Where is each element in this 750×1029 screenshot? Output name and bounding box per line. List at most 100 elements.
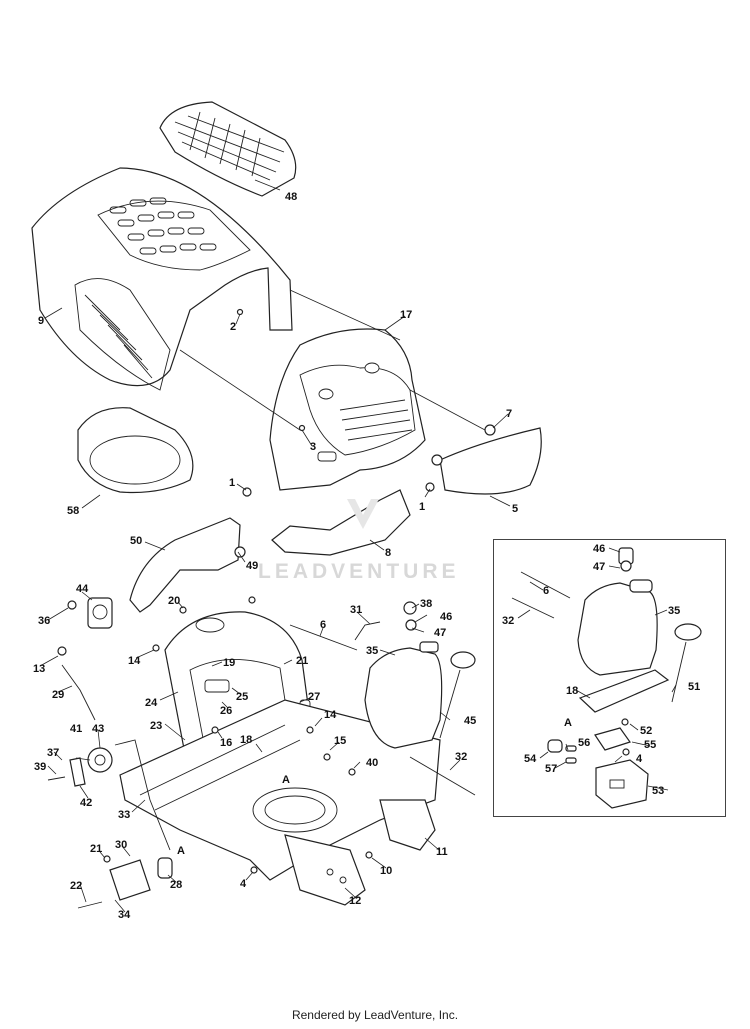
label-50: 50 xyxy=(130,535,142,547)
label-17: 17 xyxy=(400,309,412,321)
label-58: 58 xyxy=(67,505,79,517)
label-53: 53 xyxy=(652,785,664,797)
part-labels: 48 9 2 17 7 3 1 1 5 58 8 50 49 44 36 20 … xyxy=(33,191,700,921)
label-18b: 18 xyxy=(566,685,578,697)
label-28: 28 xyxy=(170,879,182,891)
label-2: 2 xyxy=(230,321,236,333)
label-31: 31 xyxy=(350,604,362,616)
part-54-inset-bushing[interactable] xyxy=(547,739,563,753)
label-4a: 4 xyxy=(240,878,247,890)
label-13: 13 xyxy=(33,663,45,675)
label-49: 49 xyxy=(246,560,258,572)
label-44: 44 xyxy=(76,583,89,595)
label-43: 43 xyxy=(92,723,104,735)
label-52: 52 xyxy=(640,725,652,737)
label-55: 55 xyxy=(644,739,656,751)
label-57: 57 xyxy=(545,763,557,775)
label-41: 41 xyxy=(70,723,82,735)
label-10: 10 xyxy=(380,865,392,877)
label-11: 11 xyxy=(436,846,448,858)
label-37: 37 xyxy=(47,747,59,759)
label-A-frame: A xyxy=(282,774,290,786)
part-35-fuel-tank[interactable] xyxy=(364,641,443,749)
label-34: 34 xyxy=(118,909,131,921)
part-48-grille-cover[interactable] xyxy=(159,101,297,197)
label-38: 38 xyxy=(420,598,432,610)
label-A-inset: A xyxy=(564,717,572,729)
label-48: 48 xyxy=(285,191,297,203)
label-30: 30 xyxy=(115,839,127,851)
label-14a: 14 xyxy=(128,655,141,667)
label-6a: 6 xyxy=(320,619,326,631)
label-27: 27 xyxy=(308,691,320,703)
label-46b: 46 xyxy=(593,543,605,555)
watermark-text: LEADVENTURE xyxy=(258,560,460,583)
label-24: 24 xyxy=(145,697,158,709)
part-51-inset-fuel-cap[interactable] xyxy=(671,623,702,703)
part-18-inset-tray[interactable] xyxy=(578,669,670,713)
part-17-dash-panel[interactable] xyxy=(269,328,426,491)
label-32a: 32 xyxy=(455,751,467,763)
label-39: 39 xyxy=(34,761,46,773)
label-22: 22 xyxy=(70,880,82,892)
part-11-right-bracket[interactable] xyxy=(379,799,436,851)
leadventure-logo xyxy=(347,499,379,529)
label-12: 12 xyxy=(349,895,361,907)
footer-credit: Rendered by LeadVenture, Inc. xyxy=(291,1008,459,1022)
label-3: 3 xyxy=(310,441,316,453)
label-1b: 1 xyxy=(419,501,425,513)
part-33-shift-rod[interactable] xyxy=(114,739,171,851)
label-9: 9 xyxy=(38,315,44,327)
part-6-inset-rod[interactable] xyxy=(520,571,571,599)
label-8: 8 xyxy=(385,547,391,559)
label-20: 20 xyxy=(168,595,180,607)
label-29: 29 xyxy=(52,689,64,701)
label-36: 36 xyxy=(38,615,50,627)
label-47b: 47 xyxy=(593,561,605,573)
part-58-lower-bowl[interactable] xyxy=(77,407,194,494)
label-14b: 14 xyxy=(324,709,337,721)
label-15: 15 xyxy=(334,735,346,747)
label-45: 45 xyxy=(464,715,476,727)
label-42: 42 xyxy=(80,797,92,809)
label-4b: 4 xyxy=(636,753,643,765)
part-45-fuel-cap[interactable] xyxy=(439,651,476,739)
part-6-rod[interactable] xyxy=(289,624,358,651)
part-5-side-panel[interactable] xyxy=(439,427,542,495)
label-56: 56 xyxy=(578,737,590,749)
label-46a: 46 xyxy=(440,611,452,623)
label-35b: 35 xyxy=(668,605,680,617)
label-23: 23 xyxy=(150,720,162,732)
label-51: 51 xyxy=(688,681,700,693)
label-A-pedal: A xyxy=(177,845,185,857)
part-32-strap[interactable] xyxy=(409,756,476,796)
part-44-switch[interactable] xyxy=(87,597,113,629)
part-42-lever[interactable] xyxy=(69,757,86,787)
part-34-pedal-bracket[interactable] xyxy=(109,857,173,901)
part-9-hood[interactable] xyxy=(31,167,293,391)
fasteners xyxy=(47,308,632,909)
label-6b: 6 xyxy=(543,585,549,597)
label-47a: 47 xyxy=(434,627,446,639)
label-21b: 21 xyxy=(90,843,102,855)
label-54: 54 xyxy=(524,753,537,765)
part-8-bracket[interactable] xyxy=(271,489,411,556)
label-18a: 18 xyxy=(240,734,252,746)
part-50-side-cover[interactable] xyxy=(129,517,241,613)
label-1a: 1 xyxy=(229,477,235,489)
part-32-inset-strap[interactable] xyxy=(511,597,555,619)
label-32b: 32 xyxy=(502,615,514,627)
part-53-inset-battery[interactable] xyxy=(595,759,649,809)
label-35a: 35 xyxy=(366,645,378,657)
inset-detail-box xyxy=(493,539,726,817)
label-19: 19 xyxy=(223,657,235,669)
assembly-lines xyxy=(179,289,486,431)
label-21a: 21 xyxy=(296,655,308,667)
part-41-pulley[interactable] xyxy=(87,747,113,773)
label-7: 7 xyxy=(506,408,512,420)
label-16: 16 xyxy=(220,737,232,749)
part-55-inset-bracket[interactable] xyxy=(594,727,631,751)
label-33: 33 xyxy=(118,809,130,821)
part-35-inset-fuel-tank[interactable] xyxy=(577,579,658,676)
